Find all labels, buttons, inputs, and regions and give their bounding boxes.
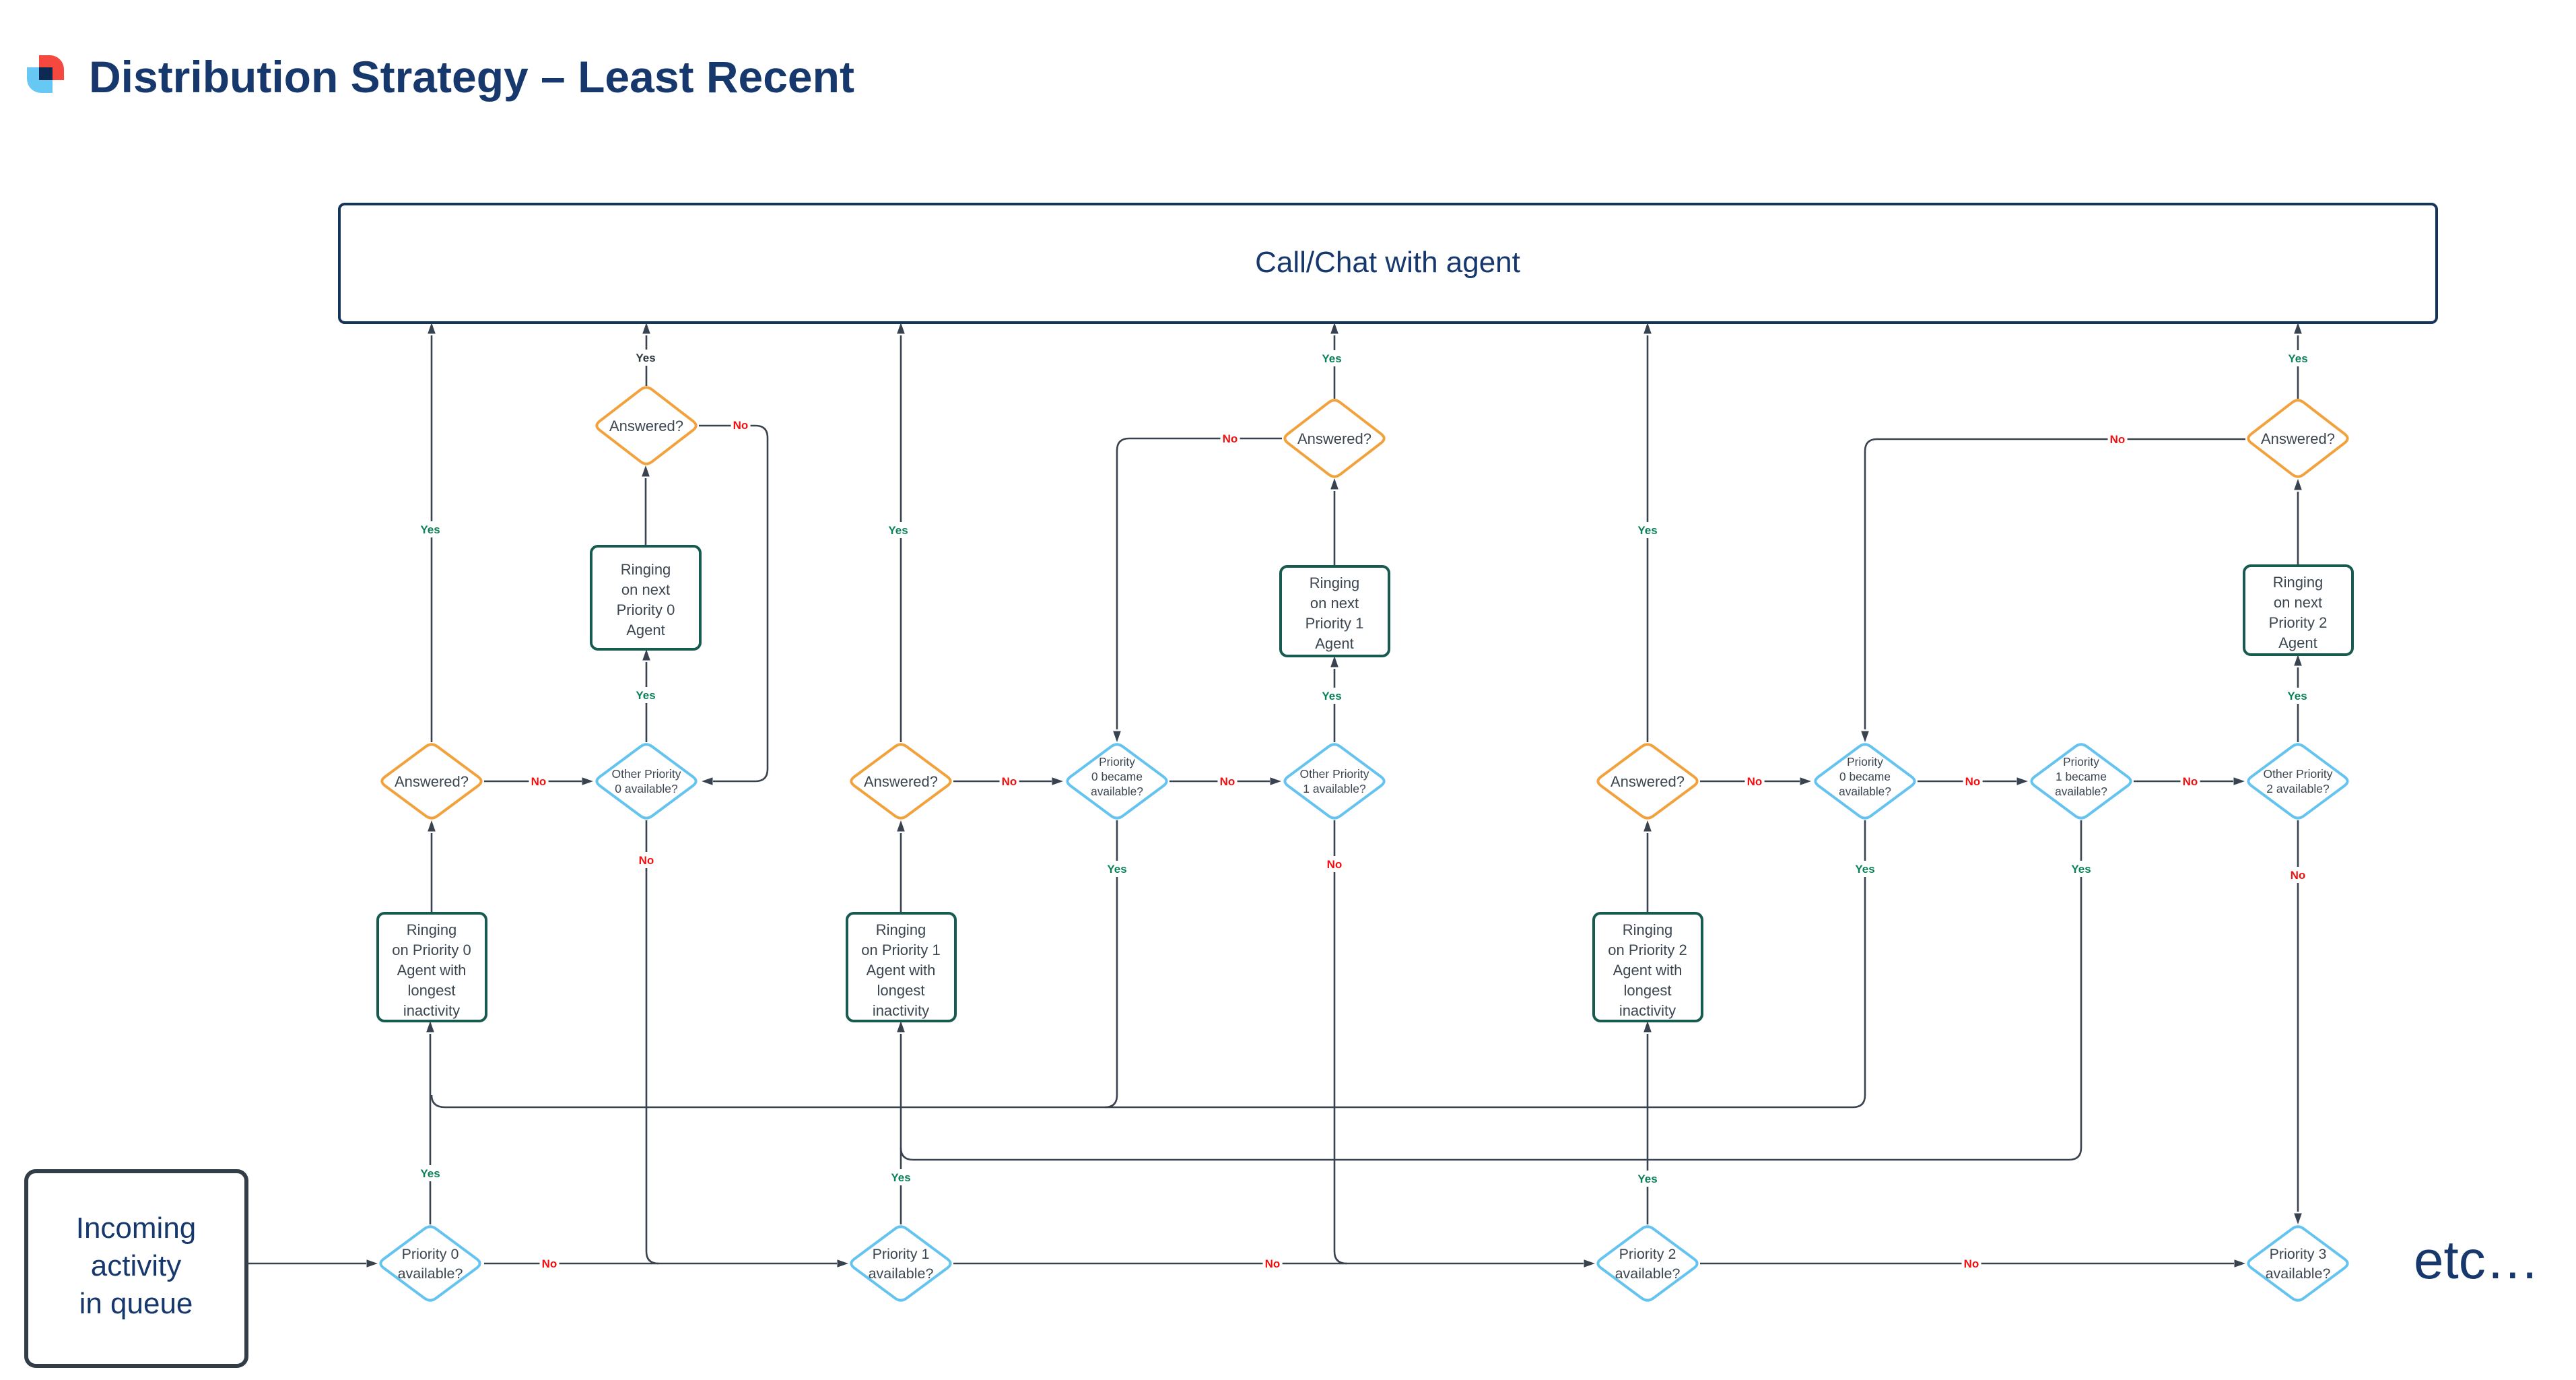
svg-text:Yes: Yes (1637, 524, 1657, 537)
svg-text:No: No (1002, 775, 1017, 788)
svg-text:No: No (639, 854, 654, 867)
svg-text:Yes: Yes (2071, 863, 2091, 876)
svg-text:No: No (1965, 775, 1981, 788)
svg-text:No: No (2291, 869, 2306, 882)
svg-text:No: No (1747, 775, 1763, 788)
svg-text:Yes: Yes (891, 1171, 910, 1184)
svg-text:Yes: Yes (2288, 352, 2307, 365)
svg-text:Answered?: Answered? (864, 773, 938, 790)
svg-text:Call/Chat with agent: Call/Chat with agent (1255, 246, 1520, 279)
svg-text:No: No (1223, 432, 1238, 445)
svg-text:No: No (1220, 775, 1235, 788)
svg-text:Answered?: Answered? (2261, 430, 2335, 447)
svg-text:No: No (1265, 1257, 1281, 1270)
svg-text:No: No (531, 775, 547, 788)
svg-text:No: No (542, 1257, 557, 1270)
svg-text:etc…: etc… (2414, 1230, 2540, 1290)
svg-text:Yes: Yes (420, 1167, 440, 1180)
svg-text:Answered?: Answered? (609, 418, 683, 434)
svg-text:Yes: Yes (1322, 352, 1341, 365)
svg-text:No: No (1327, 858, 1343, 871)
svg-text:Yes: Yes (2287, 690, 2307, 702)
svg-text:Yes: Yes (1322, 690, 1341, 702)
svg-text:No: No (1964, 1257, 1979, 1270)
svg-text:Yes: Yes (1107, 863, 1126, 876)
svg-text:No: No (733, 419, 749, 432)
svg-text:Yes: Yes (1637, 1173, 1657, 1185)
svg-text:Yes: Yes (1855, 863, 1874, 876)
svg-text:Answered?: Answered? (395, 773, 469, 790)
svg-text:Yes: Yes (888, 524, 908, 537)
svg-text:Yes: Yes (420, 523, 440, 536)
svg-text:Answered?: Answered? (1297, 430, 1371, 447)
svg-text:Answered?: Answered? (1611, 773, 1685, 790)
svg-text:Yes: Yes (636, 352, 655, 364)
svg-text:No: No (2183, 775, 2198, 788)
svg-text:No: No (2110, 433, 2126, 446)
svg-text:Yes: Yes (636, 689, 655, 702)
svg-text:Distribution Strategy – Least: Distribution Strategy – Least Recent (89, 52, 854, 102)
